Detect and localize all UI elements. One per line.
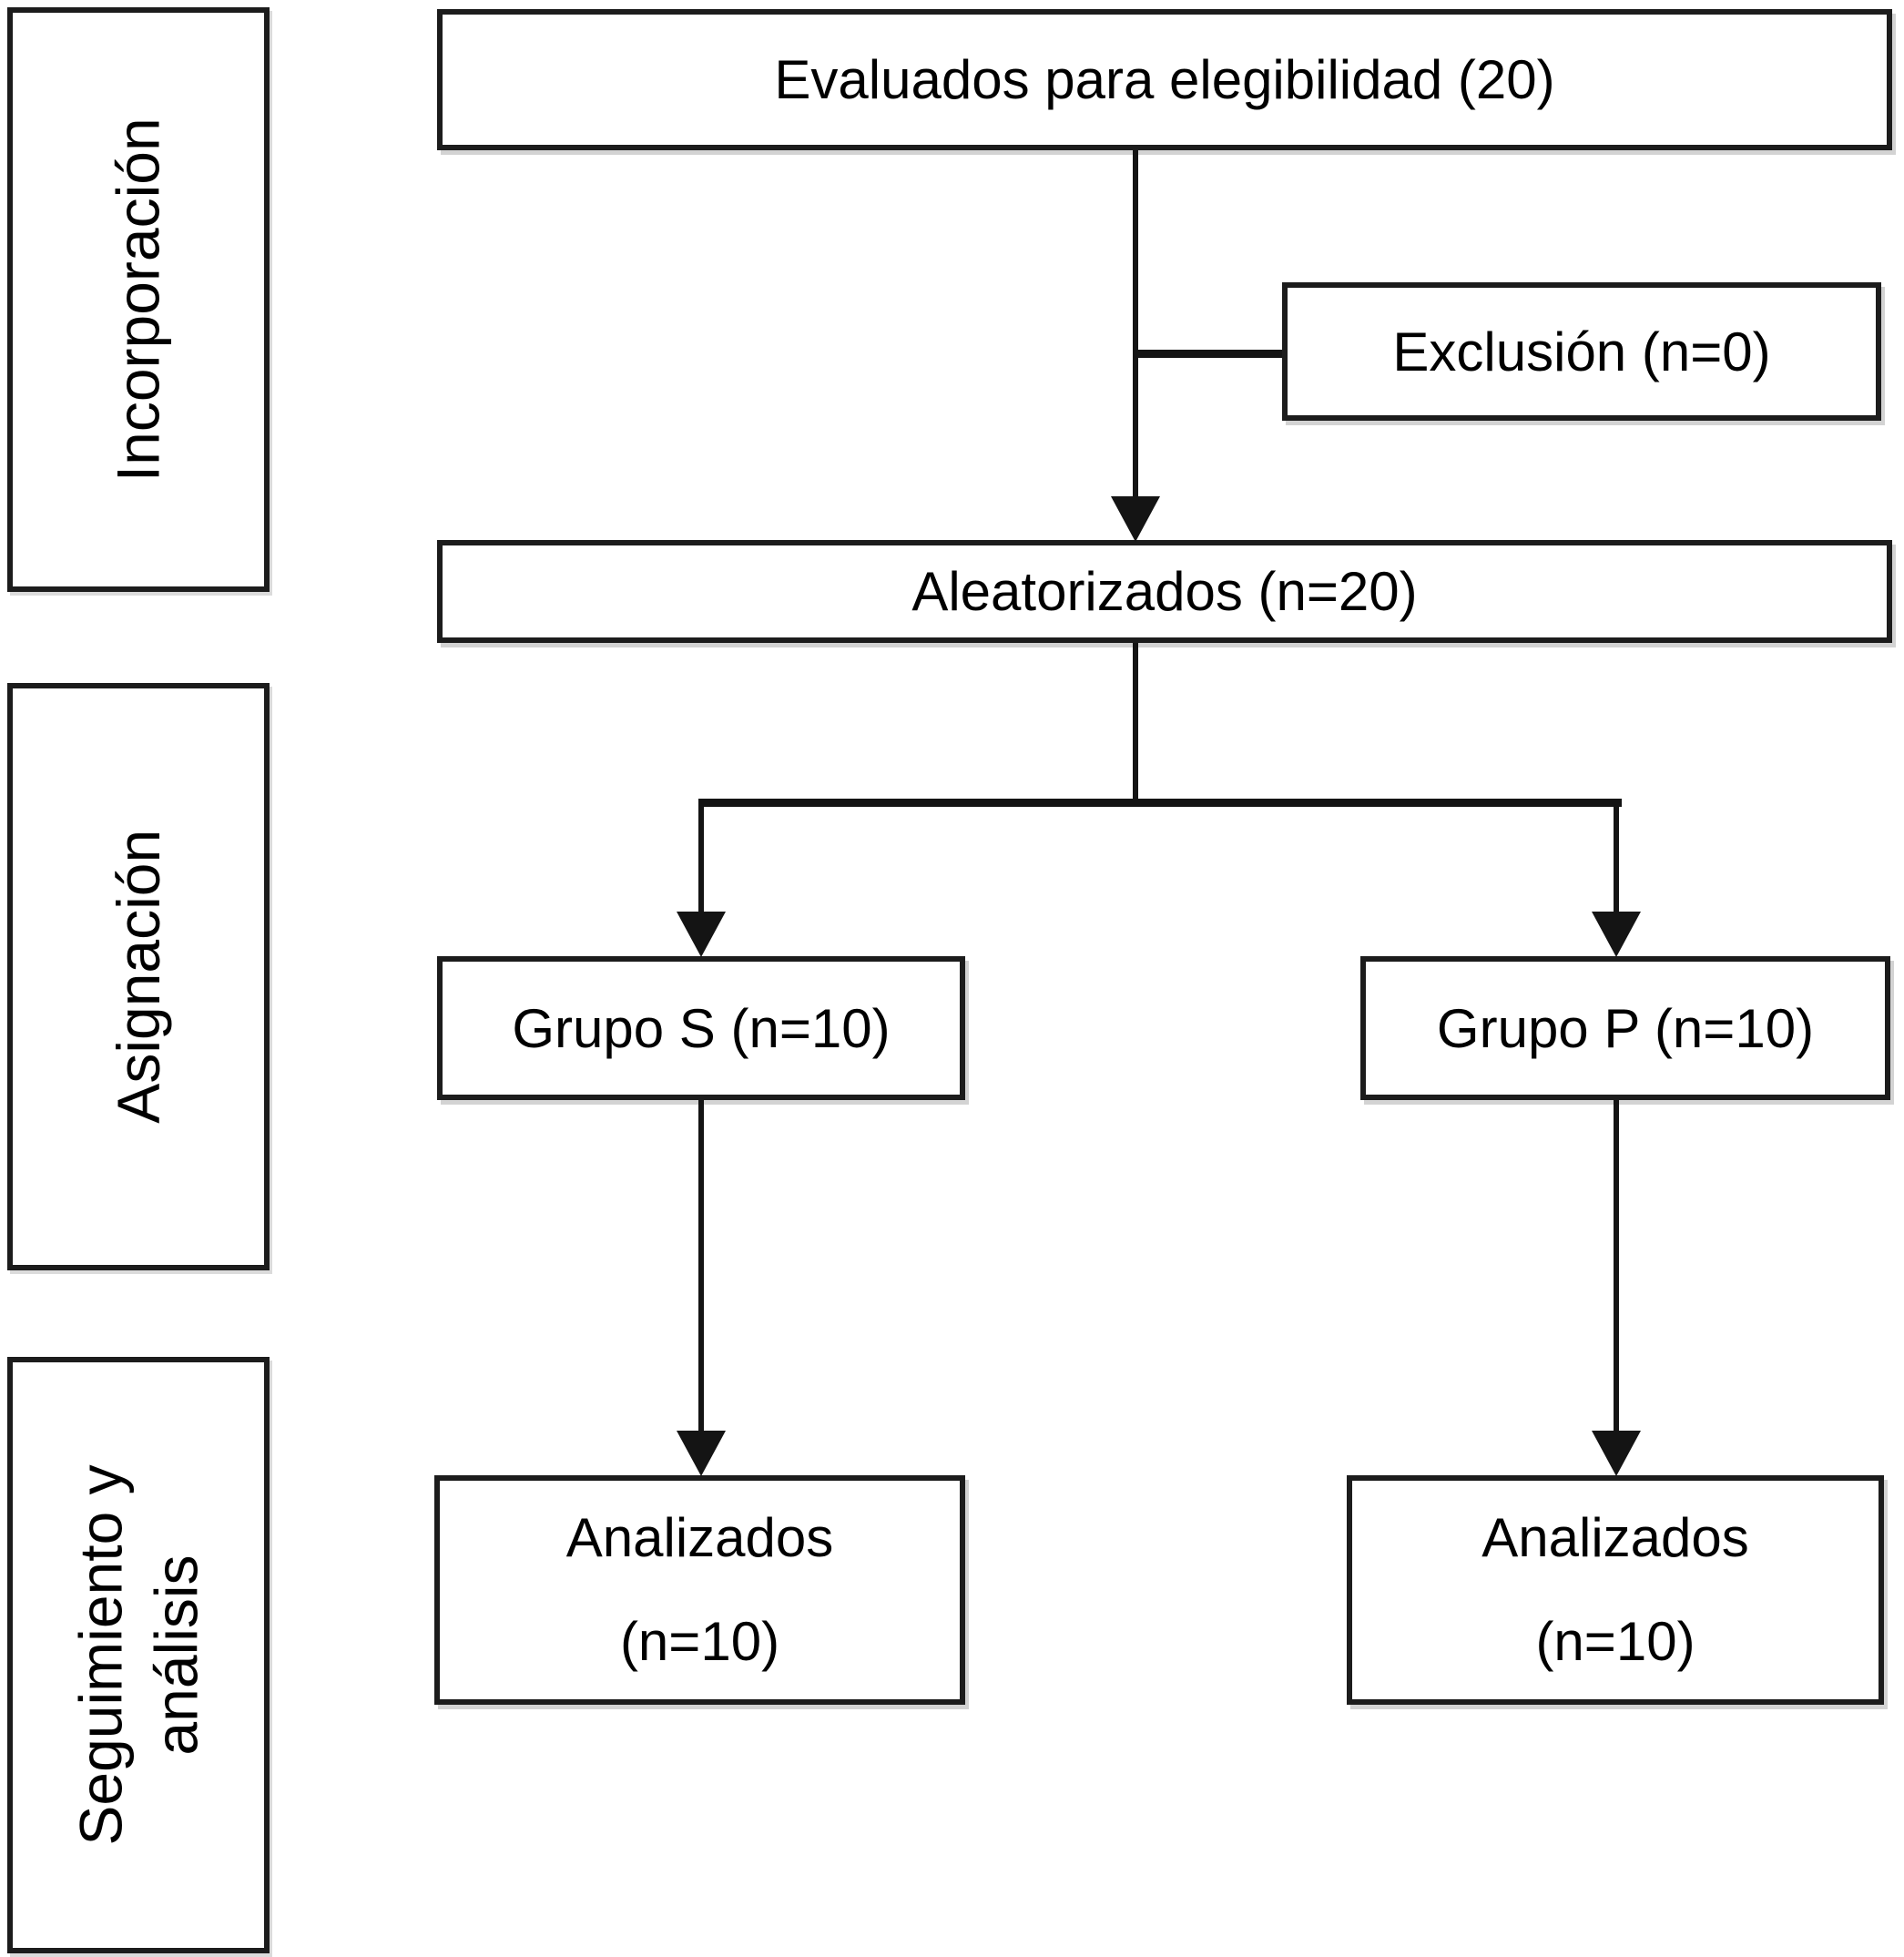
connector-group-p-analyzed-line [1614, 1100, 1619, 1433]
node-analyzed-p-label-line2: (n=10) [1535, 1611, 1695, 1672]
node-group-p: Grupo P (n=10) [1360, 956, 1890, 1100]
arrowhead-group-p-icon [1592, 912, 1641, 957]
node-group-s: Grupo S (n=10) [437, 956, 965, 1100]
phase-label-seguimiento: Seguimiento y análisis [64, 1464, 214, 1845]
node-analyzed-s-label-line2: (n=10) [619, 1611, 780, 1672]
node-group-s-label: Grupo S (n=10) [512, 997, 891, 1059]
node-analyzed-s-label-line1: Analizados [565, 1507, 834, 1568]
node-eligibility-label: Evaluados para elegibilidad (20) [774, 49, 1555, 110]
connector-exclusion-line [1133, 350, 1282, 358]
arrowhead-analyzed-s-icon [677, 1431, 726, 1476]
sidebar-phase-seguimiento: Seguimiento y análisis [7, 1357, 270, 1953]
connector-group-s-analyzed-line [698, 1100, 704, 1433]
connector-eligibility-randomized-line [1133, 150, 1138, 505]
phase-label-incorporacion: Incorporación [104, 117, 172, 482]
node-exclusion: Exclusión (n=0) [1282, 282, 1881, 421]
node-analyzed-p-label-line1: Analizados [1481, 1507, 1749, 1568]
connector-randomized-branch-line [1133, 643, 1138, 804]
arrowhead-analyzed-p-icon [1592, 1431, 1641, 1476]
phase-label-asignacion: Asignación [104, 830, 172, 1124]
node-exclusion-label: Exclusión (n=0) [1392, 321, 1771, 382]
phase-label-seguimiento-line2: análisis [142, 1554, 209, 1756]
phase-label-seguimiento-line1: Seguimiento y [66, 1464, 135, 1846]
sidebar-phase-asignacion: Asignación [7, 683, 270, 1270]
node-analyzed-p: Analizados (n=10) [1347, 1475, 1884, 1705]
arrowhead-randomized-icon [1111, 496, 1160, 542]
connector-branch-group-s-line [698, 801, 704, 915]
arrowhead-group-s-icon [677, 912, 726, 957]
node-randomized-label: Aleatorizados (n=20) [911, 561, 1418, 622]
sidebar-phase-incorporacion: Incorporación [7, 7, 270, 592]
branch-horizontal-line [698, 799, 1622, 807]
node-analyzed-s: Analizados (n=10) [434, 1475, 965, 1705]
node-randomized: Aleatorizados (n=20) [437, 540, 1892, 643]
node-eligibility: Evaluados para elegibilidad (20) [437, 9, 1892, 150]
connector-branch-group-p-line [1614, 801, 1619, 915]
node-group-p-label: Grupo P (n=10) [1436, 997, 1815, 1059]
